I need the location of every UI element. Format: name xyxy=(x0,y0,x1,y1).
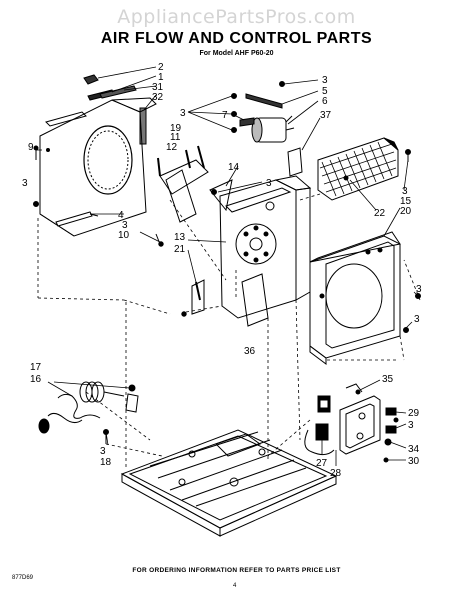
callout-label: 3 xyxy=(266,178,272,189)
callout-label: 37 xyxy=(320,110,332,121)
part-bracket-35 xyxy=(345,383,363,393)
part-screw-small xyxy=(155,233,164,247)
callout-label: 1 xyxy=(158,72,164,83)
part-screw-left xyxy=(33,145,39,207)
callout-label: 18 xyxy=(100,457,112,468)
callout-label: 20 xyxy=(400,206,412,217)
diagram-title: AIR FLOW AND CONTROL PARTS xyxy=(100,30,373,47)
callout-label: 3 xyxy=(414,314,420,325)
callout-label: 3 xyxy=(416,284,422,295)
callout-labels: 2 1 31 32 3 5 6 7 3 37 19 11 12 14 9 3 3… xyxy=(22,62,422,479)
part-bracket-36 xyxy=(241,273,269,327)
callout-label: 14 xyxy=(228,162,240,173)
callout-label: 3 xyxy=(22,178,28,189)
part-capacitor xyxy=(251,115,295,143)
part-shaft xyxy=(191,279,205,315)
callout-label: 19 xyxy=(170,123,182,134)
part-knob-block xyxy=(83,74,99,85)
callout-label: 32 xyxy=(152,92,164,103)
page-number: 4 xyxy=(233,583,237,589)
callout-label: 7 xyxy=(222,110,228,121)
callout-label: 31 xyxy=(152,82,164,93)
callout-label: 35 xyxy=(382,374,394,385)
callout-label: 3 xyxy=(322,75,328,86)
callout-label: 12 xyxy=(166,142,178,153)
callout-label: 5 xyxy=(322,86,328,97)
callout-label: 10 xyxy=(118,230,130,241)
part-coil xyxy=(317,137,399,201)
callout-label: 9 xyxy=(28,142,34,153)
part-foam-strip xyxy=(99,85,147,145)
callout-label: 21 xyxy=(174,244,186,255)
callout-label: 27 xyxy=(316,458,328,469)
part-plate-37 xyxy=(287,147,303,177)
part-coil-screw xyxy=(343,175,349,181)
callout-label: 13 xyxy=(174,232,186,243)
part-side-panel xyxy=(39,97,157,237)
document-code: 877D69 xyxy=(12,575,34,581)
callout-label: 34 xyxy=(408,444,420,455)
watermark: AppliancePartsPros.com xyxy=(117,6,356,28)
callout-label: 6 xyxy=(322,96,328,107)
part-thermostat xyxy=(304,423,335,456)
callout-label: 30 xyxy=(408,456,420,467)
callout-label: 3 xyxy=(180,108,186,119)
part-power-cord xyxy=(38,381,139,434)
diagram-subtitle: For Model AHF P60-20 xyxy=(199,50,274,57)
part-switch xyxy=(317,395,331,413)
part-control-panel xyxy=(339,395,381,455)
part-motor-bracket xyxy=(157,145,233,223)
callout-label: 2 xyxy=(158,62,164,73)
callout-label: 36 xyxy=(244,346,256,357)
callout-label: 11 xyxy=(170,132,181,143)
part-bracket xyxy=(245,93,283,109)
part-screw-mid xyxy=(211,189,217,195)
callout-label: 28 xyxy=(330,468,342,479)
callout-label: 3 xyxy=(122,220,128,231)
callout-label: 3 xyxy=(408,420,414,431)
callout-label: 3 xyxy=(100,446,106,457)
callout-label: 16 xyxy=(30,374,42,385)
callout-label: 15 xyxy=(400,196,412,207)
callout-label: 3 xyxy=(402,186,408,197)
part-screw-low xyxy=(181,311,187,317)
callout-label: 17 xyxy=(30,362,42,373)
part-knobs xyxy=(384,407,397,446)
callout-label: 29 xyxy=(408,408,420,419)
ordering-note: FOR ORDERING INFORMATION REFER TO PARTS … xyxy=(132,567,341,574)
callout-label: 4 xyxy=(118,210,124,221)
callout-label: 22 xyxy=(374,208,386,219)
part-base-pan xyxy=(120,429,338,537)
